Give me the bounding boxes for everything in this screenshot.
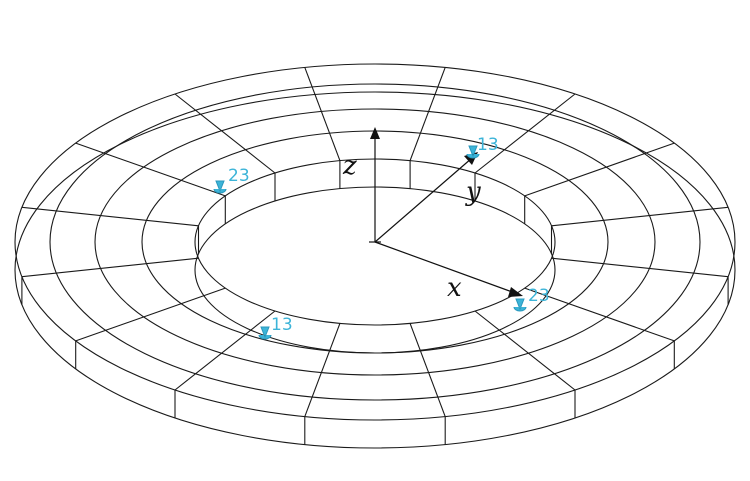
x-axis [374,241,516,294]
mesh-radial-line [409,67,446,161]
y-axis-label: y [465,177,481,207]
mesh-radial-line [474,310,576,391]
mesh-radial-line [524,142,675,197]
constraint-marker-4: 23 [513,286,550,312]
constraint-marker-2: 23 [213,166,250,194]
mesh-ring [49,83,701,401]
annular-mesh [14,63,736,449]
constraint-icon [213,180,227,194]
mesh-ring [14,63,736,421]
x-axis-label: x [447,273,462,303]
constraint-icon [513,298,527,312]
mesh-ring [94,108,656,376]
mesh-radial-line [21,257,199,278]
y-axis [374,157,473,243]
mesh-radial-line [21,206,199,227]
mesh-radial-line [174,310,276,391]
constraint-label: 13 [477,135,499,155]
mesh-radial-line [551,206,729,227]
constraint-label: 23 [228,166,250,186]
mesh-radial-line [75,287,226,342]
constraint-marker-1: 13 [466,135,499,159]
mesh-radial-line [551,257,729,278]
mesh-radial-line [75,142,226,197]
constraint-label: 23 [528,286,550,306]
z-axis-arrowhead [370,127,380,139]
constraint-icon [466,145,480,159]
z-axis-label: z [342,151,357,181]
mesh-radial-line [409,323,446,417]
mesh-radial-line [304,323,341,417]
mesh-radial-line [174,93,276,174]
mesh-radial-line [524,287,675,342]
outer-bottom-edge [14,91,736,449]
constraint-label: 13 [271,315,293,335]
mesh-radial-line [304,67,341,161]
constraint-icon [258,326,272,340]
x-axis-arrowhead [508,287,523,297]
mesh-radial-line [474,93,576,174]
constraint-marker-3: 13 [258,315,293,340]
